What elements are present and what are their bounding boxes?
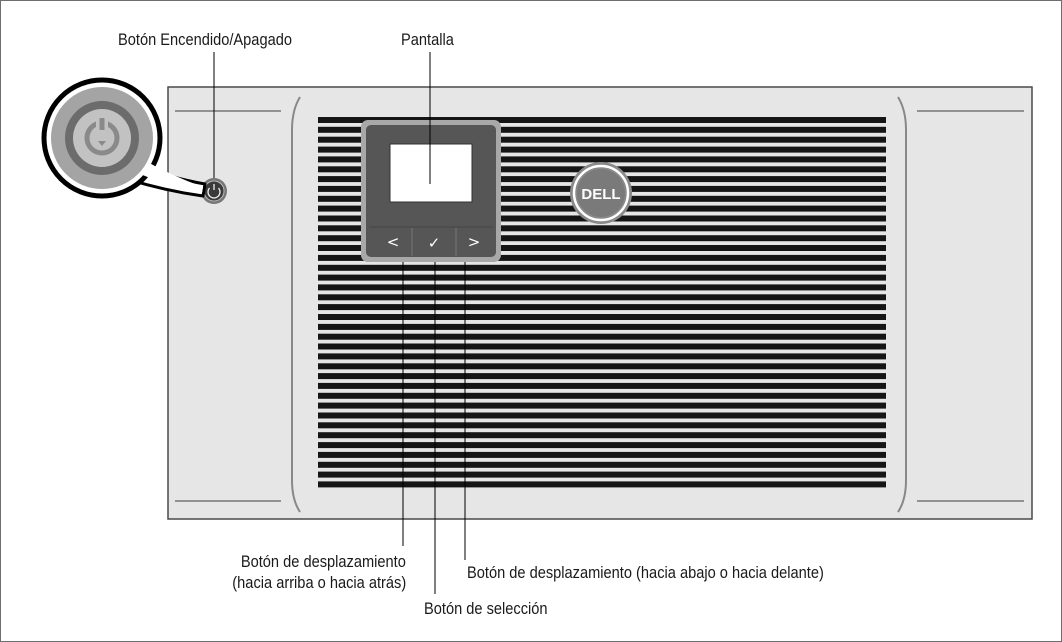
grille-slat (318, 126, 886, 133)
left-bezel-bracket (291, 96, 301, 513)
grille-slat (318, 156, 886, 163)
grille-slat (318, 382, 886, 389)
grille-slat (318, 136, 886, 143)
right-bezel-bracket (897, 96, 907, 513)
grille-slat (318, 432, 886, 439)
grille-slat (318, 323, 886, 330)
grille-slat (318, 225, 886, 232)
grille-slat (318, 235, 886, 242)
grille-slat (318, 314, 886, 320)
grille-slat (318, 471, 886, 478)
grille-slat (318, 451, 886, 458)
label-display: Pantalla (401, 30, 454, 49)
grille-slat (318, 392, 886, 399)
select-button[interactable]: ✓ (428, 234, 441, 252)
grille-slat (318, 117, 886, 123)
grille-slat (318, 333, 886, 340)
grille-slat (318, 274, 886, 281)
grille-slat (318, 442, 886, 449)
power-icon (207, 187, 221, 199)
grille-slat (318, 294, 886, 301)
label-scroll-down: Botón de desplazamiento (hacia abajo o h… (467, 563, 824, 582)
scroll-down-button[interactable]: > (468, 233, 481, 251)
grille-slat (318, 412, 886, 419)
grille-slat (318, 481, 886, 488)
zoom-callout-tail-cover (136, 158, 203, 193)
grille-slat (318, 245, 886, 251)
scroll-up-button[interactable]: < (387, 233, 400, 251)
dell-logo-inner (577, 169, 625, 217)
grille-slat (318, 461, 886, 468)
label-scroll-up-line1: Botón de desplazamiento (241, 552, 406, 571)
grille-slat (318, 284, 886, 291)
label-power-button: Botón Encendido/Apagado (118, 30, 292, 49)
grille-slat (318, 343, 886, 350)
dell-logo-ring (572, 164, 630, 222)
grille-slat (318, 353, 886, 360)
dell-logo-text: DELL (581, 186, 620, 203)
label-select-button: Botón de selección (424, 599, 548, 618)
grille-slat (318, 264, 886, 271)
zoom-power-indicator (98, 141, 106, 146)
grille-slat (318, 373, 886, 380)
lcd-display[interactable] (389, 143, 473, 203)
zoom-button-face (73, 109, 131, 167)
grille-slat (318, 146, 886, 153)
grille-slat (318, 363, 886, 370)
grille-slat (318, 422, 886, 429)
grille-slat (318, 254, 886, 261)
grille-slat (318, 304, 886, 311)
grille-slat (318, 402, 886, 409)
label-scroll-up-line2: (hacia arriba o hacia atrás) (232, 573, 406, 592)
